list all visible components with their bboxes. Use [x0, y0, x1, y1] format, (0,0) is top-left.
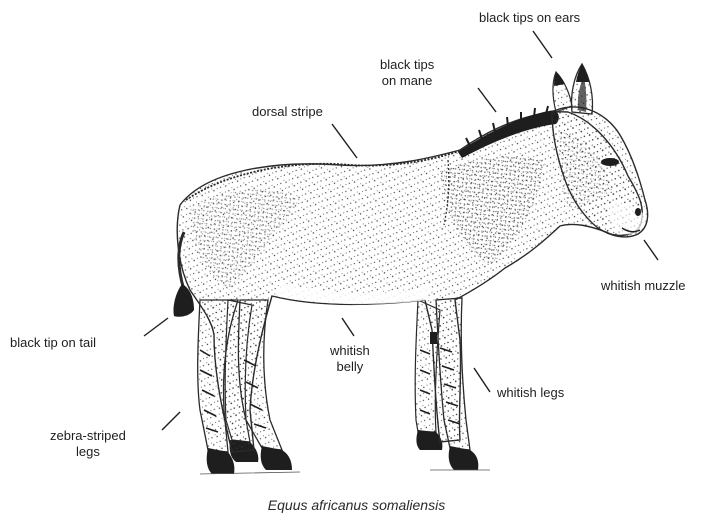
label-text: dorsal stripe	[252, 104, 323, 120]
label-whitish-muzzle: whitish muzzle	[601, 278, 686, 294]
eye	[601, 158, 619, 166]
label-line-1: zebra-striped	[50, 428, 126, 444]
label-black-tips-on-mane: black tips on mane	[380, 57, 434, 89]
label-text: whitish legs	[497, 385, 564, 401]
label-whitish-belly: whitish belly	[330, 343, 370, 375]
leader-belly	[342, 318, 354, 336]
leader-dorsal	[332, 124, 357, 158]
far-ear-tip	[554, 72, 565, 86]
leader-legs	[474, 368, 490, 392]
label-text: black tips on ears	[479, 10, 580, 26]
figure-caption: Equus africanus somaliensis	[0, 497, 713, 513]
leader-mane	[478, 88, 496, 112]
leader-ears	[533, 31, 552, 58]
label-black-tips-on-ears: black tips on ears	[479, 10, 580, 26]
label-line-1: black tips	[380, 57, 434, 73]
label-black-tip-on-tail: black tip on tail	[10, 335, 96, 351]
leader-zebra	[162, 412, 180, 430]
ground-shadow	[200, 470, 490, 474]
leader-muzzle	[644, 240, 658, 260]
label-line-1: whitish	[330, 343, 370, 359]
label-dorsal-stripe: dorsal stripe	[252, 104, 323, 120]
label-line-2: belly	[330, 359, 370, 375]
nostril	[635, 208, 641, 216]
label-zebra-striped-legs: zebra-striped legs	[50, 428, 126, 460]
label-text: black tip on tail	[10, 335, 96, 351]
near-fore-leg	[436, 298, 478, 470]
label-text: whitish muzzle	[601, 278, 686, 294]
leader-tail	[144, 318, 168, 336]
label-line-2: on mane	[380, 73, 434, 89]
label-line-2: legs	[50, 444, 126, 460]
label-whitish-legs: whitish legs	[497, 385, 564, 401]
